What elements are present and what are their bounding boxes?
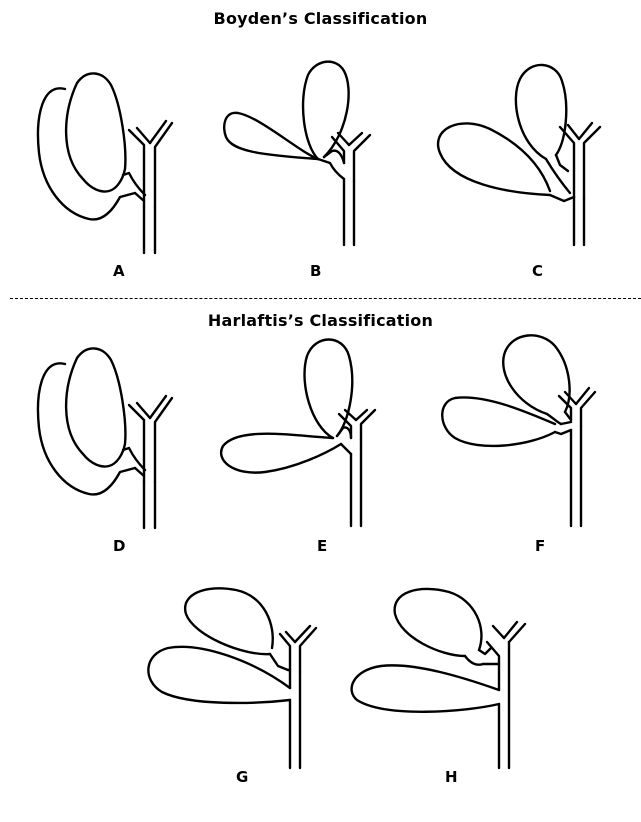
panel-h-drawing <box>345 582 545 797</box>
panel-b-drawing <box>220 55 420 270</box>
panel-label-f: F <box>535 537 545 555</box>
panel-c: C <box>430 55 630 295</box>
panel-b: B <box>220 55 420 295</box>
panel-f: F <box>435 330 635 570</box>
figure-page: Boyden’s Classification A <box>0 0 641 786</box>
harlaftis-classification-title: Harlaftis’s Classification <box>0 311 641 330</box>
panel-d-drawing <box>25 330 225 545</box>
panel-g-drawing <box>140 582 340 797</box>
section-divider <box>10 298 641 299</box>
panel-label-b: B <box>310 262 321 280</box>
panel-a: A <box>25 55 225 295</box>
panel-c-drawing <box>430 55 630 270</box>
panel-label-h: H <box>445 768 458 786</box>
boyden-classification-title: Boyden’s Classification <box>0 9 641 28</box>
panel-h: H <box>345 582 545 822</box>
panel-a-drawing <box>25 55 225 270</box>
panel-label-g: G <box>236 768 248 786</box>
panel-e-drawing <box>215 330 415 545</box>
panel-e: E <box>215 330 415 570</box>
panel-label-a: A <box>113 262 125 280</box>
panel-label-e: E <box>317 537 327 555</box>
panel-label-c: C <box>532 262 543 280</box>
panel-label-d: D <box>113 537 125 555</box>
panel-d: D <box>25 330 225 570</box>
panel-g: G <box>140 582 340 822</box>
panel-f-drawing <box>435 330 635 545</box>
